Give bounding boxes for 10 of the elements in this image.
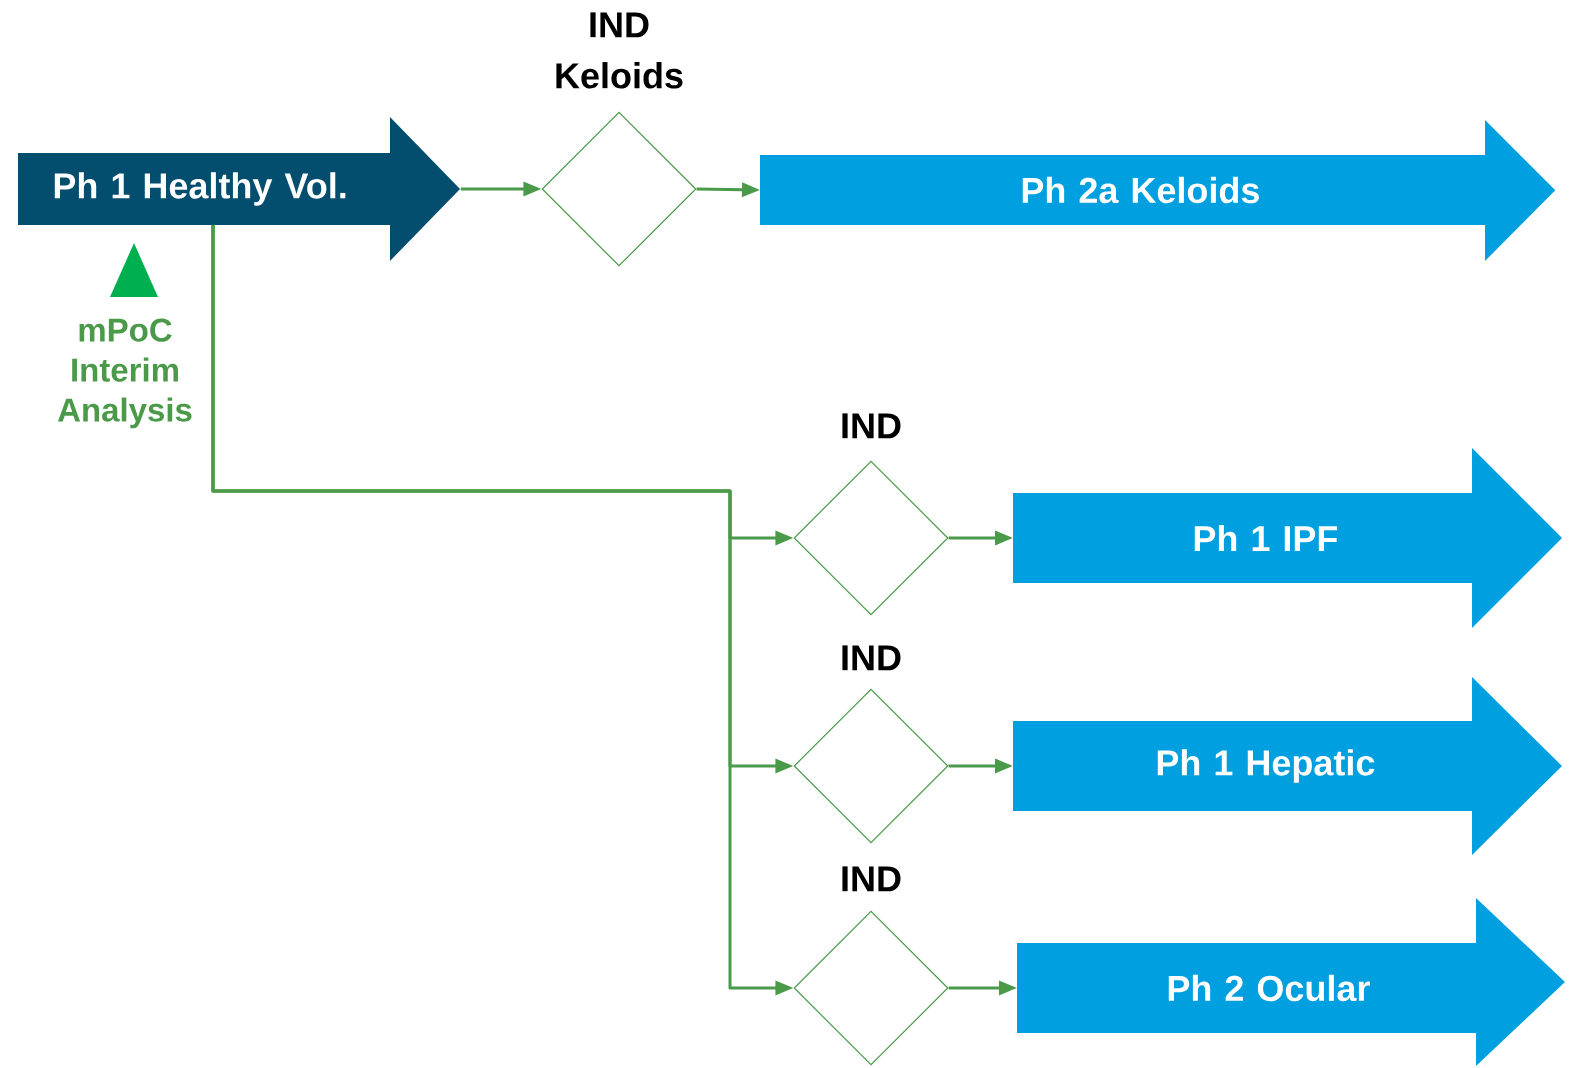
phase-banner: Ph 2a Keloids	[760, 120, 1555, 261]
diamond-label: IND	[842, 645, 901, 671]
diamond-label: IND Keloids	[556, 12, 683, 89]
milestone-label: mPoC Interim Analysis	[57, 318, 192, 429]
diamond-label: IND	[842, 413, 901, 439]
phase-banner: Ph 1 IPF	[1013, 448, 1562, 628]
phase-banner: Ph 1 Hepatic	[1013, 677, 1562, 855]
diamond-label: IND	[842, 866, 901, 892]
phase-banner: Ph 2 Ocular	[1017, 898, 1565, 1066]
phase-banner: Ph 1 Healthy Vol.	[18, 117, 460, 261]
